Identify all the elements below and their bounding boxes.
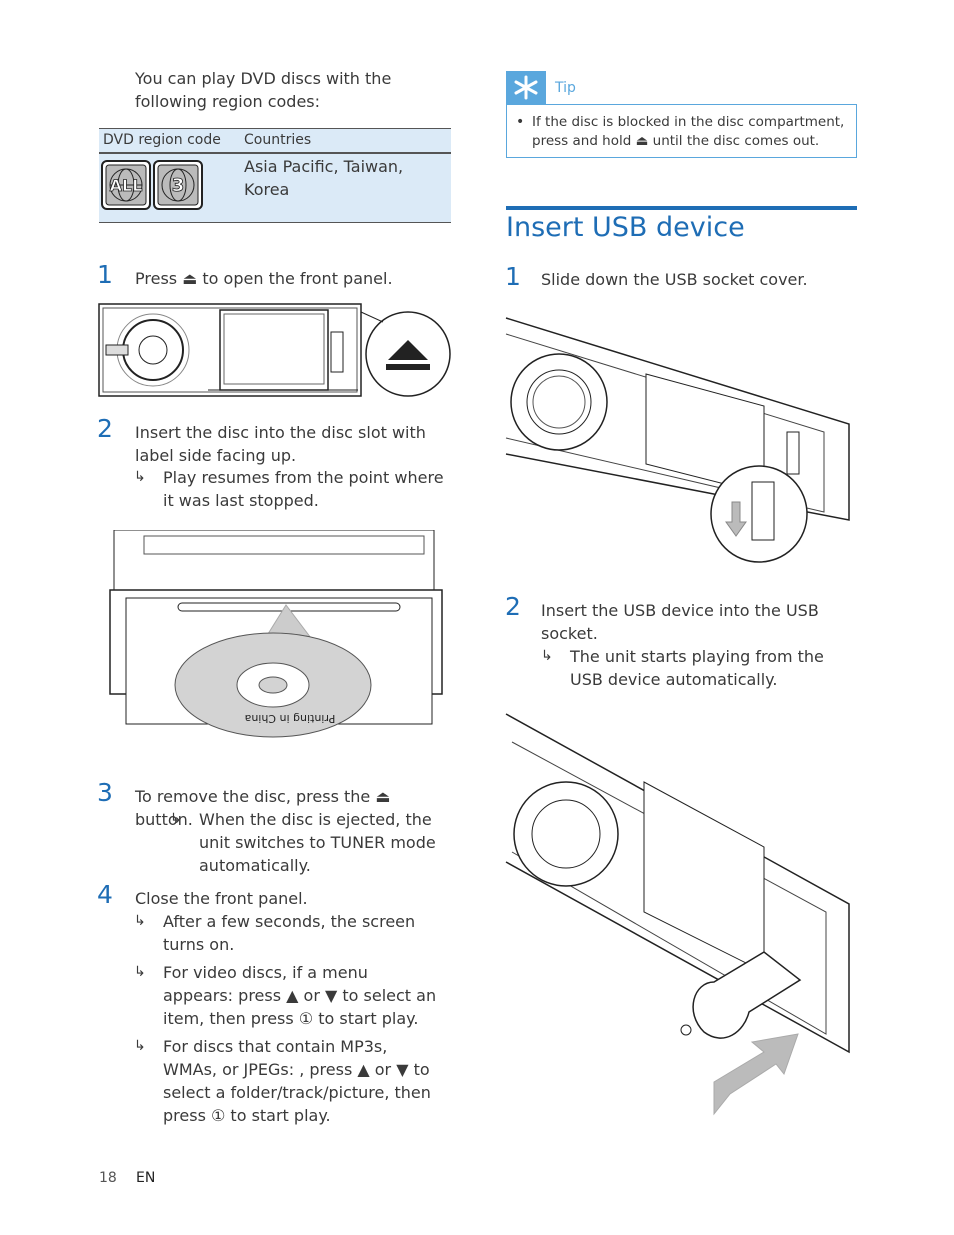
step-1-number: 1 <box>97 260 113 289</box>
usb-step-2-text: Insert the USB device into the USB socke… <box>541 601 819 643</box>
result-arrow-icon: ↳ <box>134 1038 146 1054</box>
step-3-number: 3 <box>97 778 113 807</box>
step-1-text: Press ⏏ to open the front panel. <box>135 269 393 288</box>
tip-box: Tip • If the disc is blocked in the disc… <box>506 71 857 158</box>
usb-section-heading: Insert USB device <box>506 212 745 243</box>
step-3-text: To remove the disc, press the ⏏ button. <box>135 787 391 829</box>
result-arrow-icon: ↳ <box>134 913 146 929</box>
step-4-result-1: After a few seconds, the screen turns on… <box>163 912 416 954</box>
badge-all-text: ALL <box>110 176 143 195</box>
tip-label: Tip <box>555 80 576 96</box>
result-arrow-icon: ↳ <box>541 648 553 664</box>
step-2-text: Insert the disc into the disc slot with … <box>135 423 426 465</box>
usb-cover-illustration <box>505 317 850 563</box>
result-arrow-icon: ↳ <box>170 811 182 827</box>
step-4-result-2: For video discs, if a menu appears: pres… <box>163 963 437 1028</box>
usb-insert-illustration <box>505 713 850 1116</box>
tip-text: If the disc is blocked in the disc compa… <box>532 114 845 149</box>
result-arrow-icon: ↳ <box>134 469 146 485</box>
language-code: EN <box>136 1170 156 1186</box>
step-4-number: 4 <box>97 880 113 909</box>
header-region-code: DVD region code <box>103 132 221 148</box>
usb-step-1-text: Slide down the USB socket cover. <box>541 270 808 289</box>
tip-bullet: • <box>516 114 525 130</box>
badge-num-text: 3 <box>172 175 185 196</box>
step-2-result: Play resumes from the point where it was… <box>163 468 444 510</box>
tip-icon <box>506 71 546 104</box>
header-countries: Countries <box>244 132 312 148</box>
section-rule <box>506 206 857 210</box>
step-3-result: When the disc is ejected, the unit switc… <box>199 810 436 875</box>
usb-step-1-number: 1 <box>505 262 521 291</box>
page-number: 18 <box>99 1170 117 1186</box>
disc-label-text: Printing in China <box>245 712 336 725</box>
region-badges-icon: ALL 3 <box>101 160 203 210</box>
result-arrow-icon: ↳ <box>134 964 146 980</box>
step-4-result-3: For discs that contain MP3s, WMAs, or JP… <box>163 1037 431 1125</box>
countries-cell: Asia Pacific, Taiwan, Korea <box>244 157 404 199</box>
usb-step-2-number: 2 <box>505 592 521 621</box>
step-2-number: 2 <box>97 414 113 443</box>
step-4-text: Close the front panel. <box>135 889 308 908</box>
front-panel-illustration <box>98 303 451 397</box>
disc-insert-illustration: Printing in China <box>109 530 443 738</box>
region-table: DVD region code Countries Asia Pacific, … <box>99 128 451 223</box>
intro-text: You can play DVD discs with the followin… <box>135 69 392 111</box>
usb-step-2-result: The unit starts playing from the USB dev… <box>570 647 824 689</box>
